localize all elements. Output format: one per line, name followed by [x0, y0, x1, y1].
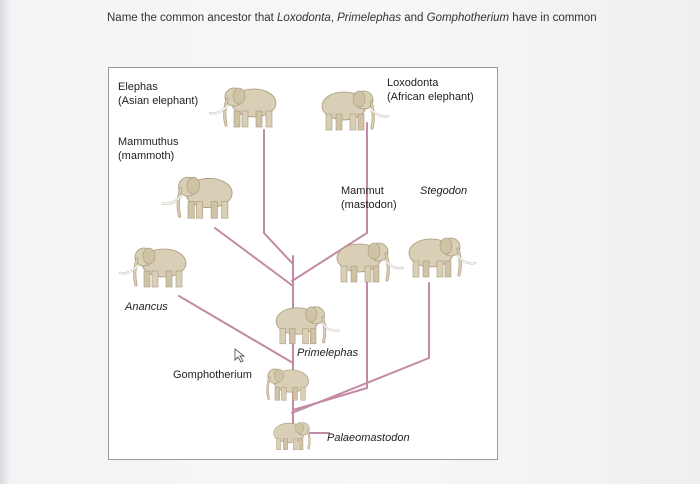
loxodonta-illustration — [320, 89, 390, 132]
branch-elephas — [263, 129, 293, 264]
label-elephas-genus: Elephas — [118, 81, 158, 93]
branch-stegodon — [291, 282, 430, 414]
cursor-arrow-icon — [234, 348, 246, 363]
label-mammuthus-common: (mammoth) — [118, 150, 175, 162]
label-loxodonta-common: (African elephant) — [387, 91, 474, 103]
elephas-illustration — [208, 86, 278, 129]
question-suffix: have in common — [509, 12, 597, 24]
phylogeny-tree — [118, 86, 477, 451]
mammut-illustration — [335, 241, 405, 284]
question-prefix: Name the common ancestor that — [107, 12, 278, 24]
anancus-illustration — [118, 246, 188, 289]
branch-mammuthus — [214, 227, 294, 287]
phylogeny-figure: Elephas (Asian elephant) Loxodonta (Afri… — [108, 67, 498, 460]
label-mammuthus-genus: Mammuthus — [118, 136, 179, 148]
label-loxodonta: Loxodonta (African elephant) — [387, 76, 474, 104]
gomphotherium-illustration — [266, 367, 310, 402]
question-text: Name the common ancestor that Loxodonta,… — [107, 12, 597, 24]
label-loxodonta-genus: Loxodonta — [387, 77, 439, 89]
label-primelephas: Primelephas — [297, 347, 359, 359]
question-sep-1: , — [330, 12, 338, 24]
question-sep-2: and — [401, 12, 427, 24]
tree-branches — [178, 122, 430, 434]
label-mammuthus: Mammuthus (mammoth) — [118, 135, 179, 163]
stegodon-illustration — [407, 236, 477, 279]
label-gomphotherium: Gomphotherium — [173, 369, 252, 381]
branch-loxodonta — [291, 122, 368, 282]
label-anancus: Anancus — [125, 301, 168, 313]
label-elephas-common: (Asian elephant) — [118, 95, 199, 107]
label-mammut-common: (mastodon) — [341, 199, 397, 211]
question-taxon-loxodonta: Loxodonta — [277, 12, 331, 24]
label-palaeomastodon: Palaeomastodon — [327, 432, 410, 444]
label-elephas: Elephas (Asian elephant) — [118, 80, 198, 108]
branch-anancus — [178, 295, 294, 364]
mammuthus-illustration — [161, 175, 234, 220]
label-mammut: Mammut (mastodon) — [341, 184, 397, 212]
question-taxon-primelephas: Primelephas — [337, 12, 402, 24]
question-taxon-gomphotherium: Gomphotherium — [426, 12, 510, 24]
label-stegodon: Stegodon — [420, 185, 468, 197]
page-edge-shadow — [0, 0, 10, 484]
palaeomastodon-illustration — [272, 421, 311, 451]
primelephas-illustration — [274, 305, 340, 346]
branch-mammut-join — [292, 387, 368, 411]
label-mammut-genus: Mammut — [341, 185, 384, 197]
